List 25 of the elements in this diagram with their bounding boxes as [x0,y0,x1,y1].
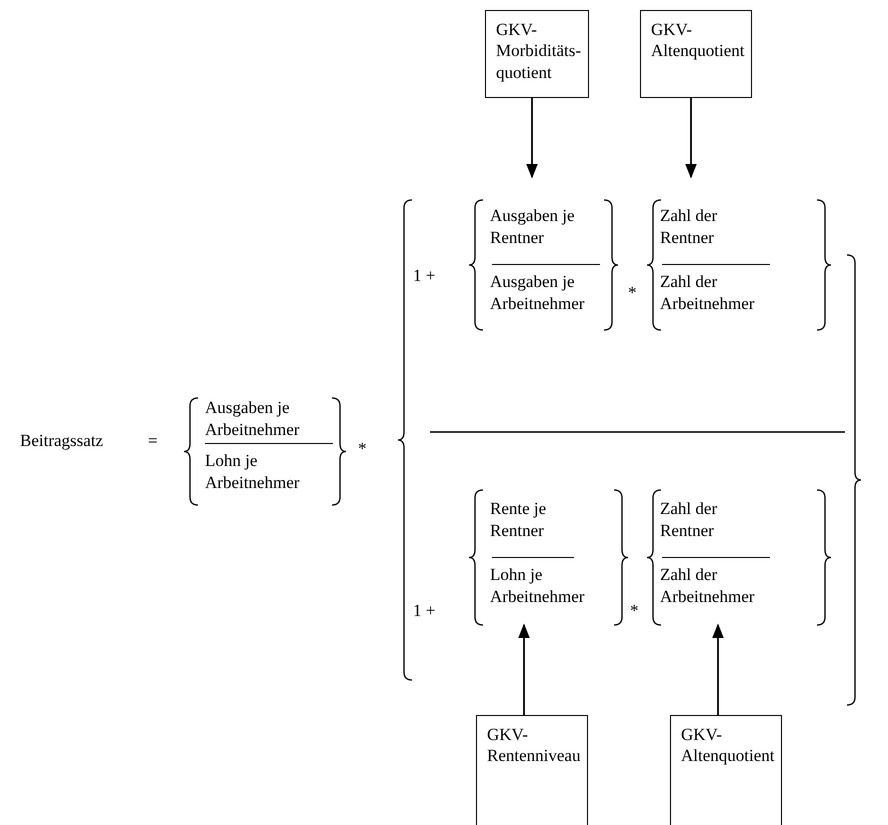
arrow [526,98,538,178]
numerator-text: Ausgaben je Arbeitnehmer [205,397,300,442]
operator-text: = [148,430,158,452]
denominator-text: Ausgaben je Arbeitnehmer [490,271,586,316]
denominator-text: Lohn je Arbeitnehmer [490,564,586,608]
variable-text: Beitragssatz [20,430,104,452]
factor-box: GKV- Rentenniveau [476,715,588,825]
numerator-text: Ausgaben je Rentner [490,205,576,250]
factor-box: GKV- Altenquotient [670,715,782,825]
arrow [712,624,724,715]
factor-box: GKV- Morbiditäts- quotient [485,10,589,98]
numerator-text: Zahl der Rentner [660,498,718,542]
operator-text: * [628,282,636,304]
operator-text: 1 + [413,600,436,622]
arrow [518,624,530,715]
arrow [685,98,697,178]
operator-text: * [630,600,638,622]
numerator-text: Rente je Rentner [490,498,548,542]
factor-box: GKV- Altenquotient [640,10,752,98]
denominator-text: Zahl der Arbeitnehmer [660,271,756,316]
operator-text: * [358,438,366,460]
denominator-text: Zahl der Arbeitnehmer [660,564,756,608]
numerator-text: Zahl der Rentner [660,205,718,250]
denominator-text: Lohn je Arbeitnehmer [205,450,300,494]
operator-text: 1 + [413,265,436,287]
